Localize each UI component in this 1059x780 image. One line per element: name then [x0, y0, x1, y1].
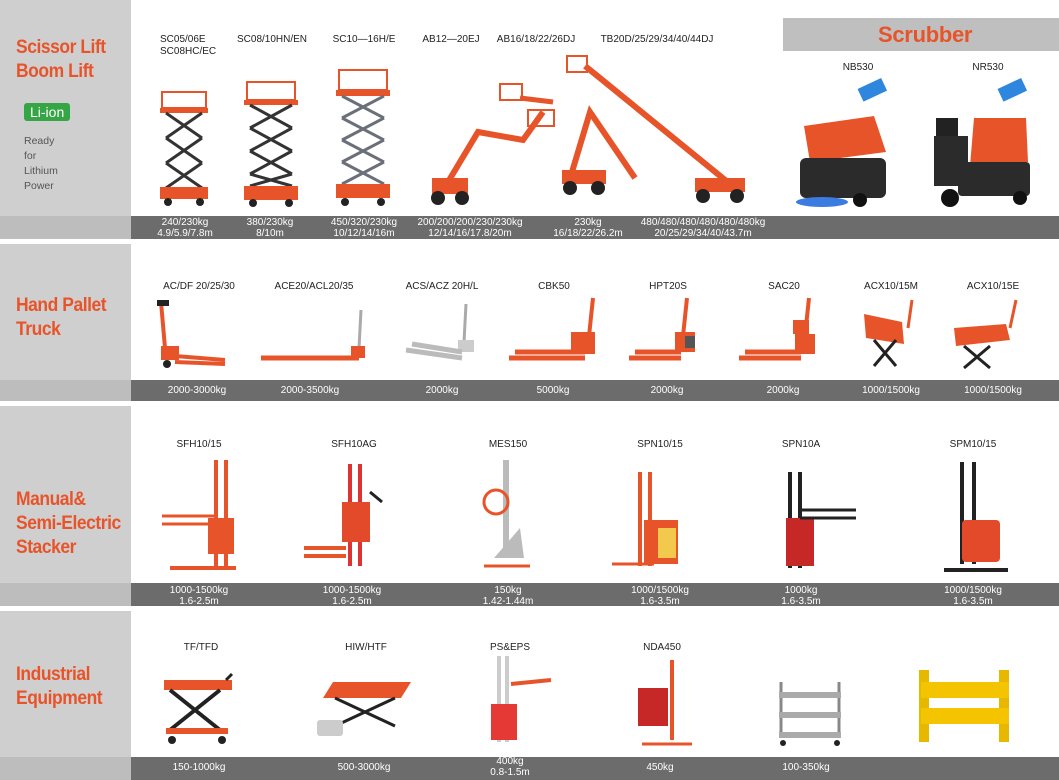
- model-label: TB20D/25/29/34/40/44DJ: [600, 34, 714, 45]
- model-label: SC10—16H/E: [332, 34, 396, 45]
- liion-badge: Li-ion: [24, 103, 71, 121]
- spec-bar-left: [0, 757, 131, 780]
- high-lift-pallet-image: [864, 299, 914, 367]
- stacker-image: [944, 462, 1008, 572]
- model-label: AB12—20EJ: [422, 34, 480, 45]
- spec-bar-left: [0, 583, 131, 606]
- spec-bar-industrial: [131, 757, 1059, 780]
- model-label: CBK50: [538, 281, 570, 292]
- spec-text: 1000/1500kg 1.6-3.5m: [631, 585, 689, 607]
- model-label: HPT20S: [649, 281, 687, 292]
- section-divider: [0, 606, 1059, 611]
- drum-handler-image: [638, 660, 692, 746]
- section-title-scissor: Scissor Lift Boom Lift: [16, 37, 106, 82]
- pallet-truck-image: [629, 297, 695, 361]
- spec-bar-lifts: [131, 216, 1059, 239]
- model-label: SFH10/15: [176, 439, 222, 450]
- spec-text: 1000kg 1.6-3.5m: [781, 585, 821, 607]
- model-label: SPM10/15: [949, 439, 997, 450]
- boom-lift-image: [562, 105, 638, 195]
- model-label: ACX10/15M: [864, 281, 918, 292]
- model-label: TF/TFD: [183, 642, 219, 653]
- spec-text: 2000-3000kg: [167, 385, 227, 396]
- high-lift-pallet-image: [954, 299, 1018, 370]
- lithium-note: Ready for Lithium Power: [24, 135, 58, 192]
- spec-text: 1000/1500kg 1.6-3.5m: [944, 585, 1002, 607]
- section-title-pallet: Hand Pallet Truck: [16, 295, 107, 340]
- model-label: SC08/10HN/EN: [236, 34, 308, 45]
- model-label: SPN10A: [781, 439, 821, 450]
- scrubber-header: Scrubber: [783, 18, 1059, 51]
- model-label: PS&EPS: [489, 642, 531, 653]
- model-label: SPN10/15: [637, 439, 683, 450]
- model-label: AC/DF 20/25/30: [163, 281, 235, 292]
- spec-text: 450/320/230kg 10/12/14/16m: [330, 217, 398, 239]
- stacker-image: [612, 472, 678, 566]
- scissor-lift-image: [244, 81, 298, 207]
- spec-text: 5000kg: [536, 385, 570, 396]
- spec-text: 200/200/200/230/230kg 12/14/16/17.8/20m: [417, 217, 523, 239]
- spec-text: 500-3000kg: [337, 762, 391, 773]
- pallet-truck-image: [261, 309, 365, 361]
- pallet-truck-image: [739, 297, 815, 361]
- model-label: SC05/06E SC08HC/EC: [160, 34, 217, 57]
- boom-lift-image: [431, 109, 555, 205]
- model-label: MES150: [488, 439, 528, 450]
- stacker-image: [304, 464, 383, 566]
- scissor-lift-image: [336, 69, 390, 206]
- spec-text: 1000/1500kg: [862, 385, 920, 396]
- platform-cart-image: [779, 682, 841, 746]
- stacker-image: [162, 460, 236, 570]
- model-label: NR530: [972, 62, 1004, 73]
- section-title-stacker: Manual& Semi-Electric Stacker: [16, 489, 121, 558]
- model-label: ACE20/ACL20/35: [274, 281, 354, 292]
- spec-bar-left: [0, 216, 131, 239]
- model-label: HIW/HTF: [345, 642, 387, 653]
- model-label: NB530: [842, 62, 874, 73]
- spec-text: 240/230kg 4.9/5.9/7.8m: [157, 217, 213, 239]
- lift-table-image: [164, 672, 234, 744]
- spec-bar-stacker: [131, 583, 1059, 606]
- spec-text: 480/480/480/480/480/480kg 20/25/29/34/40…: [640, 217, 766, 239]
- spec-text: 2000kg: [425, 385, 459, 396]
- spec-text: 2000-3500kg: [280, 385, 340, 396]
- spec-bar-left: [0, 380, 131, 401]
- spec-text: 2000kg: [766, 385, 800, 396]
- model-label: AB16/18/22/26DJ: [496, 34, 576, 45]
- section-divider: [0, 401, 1059, 406]
- spec-text: 1000/1500kg: [964, 385, 1022, 396]
- scrubber-title: Scrubber: [878, 22, 973, 47]
- spec-text: 450kg: [646, 762, 674, 773]
- spec-text: 150kg 1.42-1.44m: [482, 585, 534, 607]
- section-divider: [0, 239, 1059, 244]
- spec-text: 2000kg: [650, 385, 684, 396]
- scissor-lift-image: [160, 91, 208, 206]
- spec-text: 1000-1500kg 1.6-2.5m: [169, 585, 229, 607]
- lift-table-image: [317, 682, 411, 736]
- stacker-image: [482, 460, 530, 568]
- spec-bar-pallet: [131, 380, 1059, 401]
- spec-text: 380/230kg 8/10m: [246, 217, 294, 239]
- model-label: ACX10/15E: [966, 281, 1020, 292]
- guard-rail-image: [919, 670, 1009, 742]
- stacker-image: [786, 472, 856, 568]
- model-label: SAC20: [768, 281, 800, 292]
- model-label: NDA450: [643, 642, 681, 653]
- pallet-truck-image: [509, 297, 595, 361]
- spec-text: 230kg 16/18/22/26.2m: [553, 217, 623, 239]
- spec-text: 400kg 0.8-1.5m: [490, 756, 530, 778]
- pallet-truck-image: [157, 300, 226, 368]
- scrubber-nb530-image: [796, 77, 888, 207]
- section-title-industrial: Industrial Equipment: [16, 664, 103, 709]
- pallet-truck-image: [405, 303, 474, 361]
- model-label: ACS/ACZ 20H/L: [405, 281, 479, 292]
- spec-text: 100-350kg: [782, 762, 830, 773]
- spec-text: 1000-1500kg 1.6-2.5m: [322, 585, 382, 607]
- scrubber-nr530-image: [934, 77, 1030, 207]
- telescopic-boom-image: [566, 55, 745, 203]
- stacker-image: [491, 656, 552, 742]
- boom-basket-image: [499, 83, 554, 105]
- spec-text: 150-1000kg: [172, 762, 226, 773]
- model-label: SFH10AG: [331, 439, 377, 450]
